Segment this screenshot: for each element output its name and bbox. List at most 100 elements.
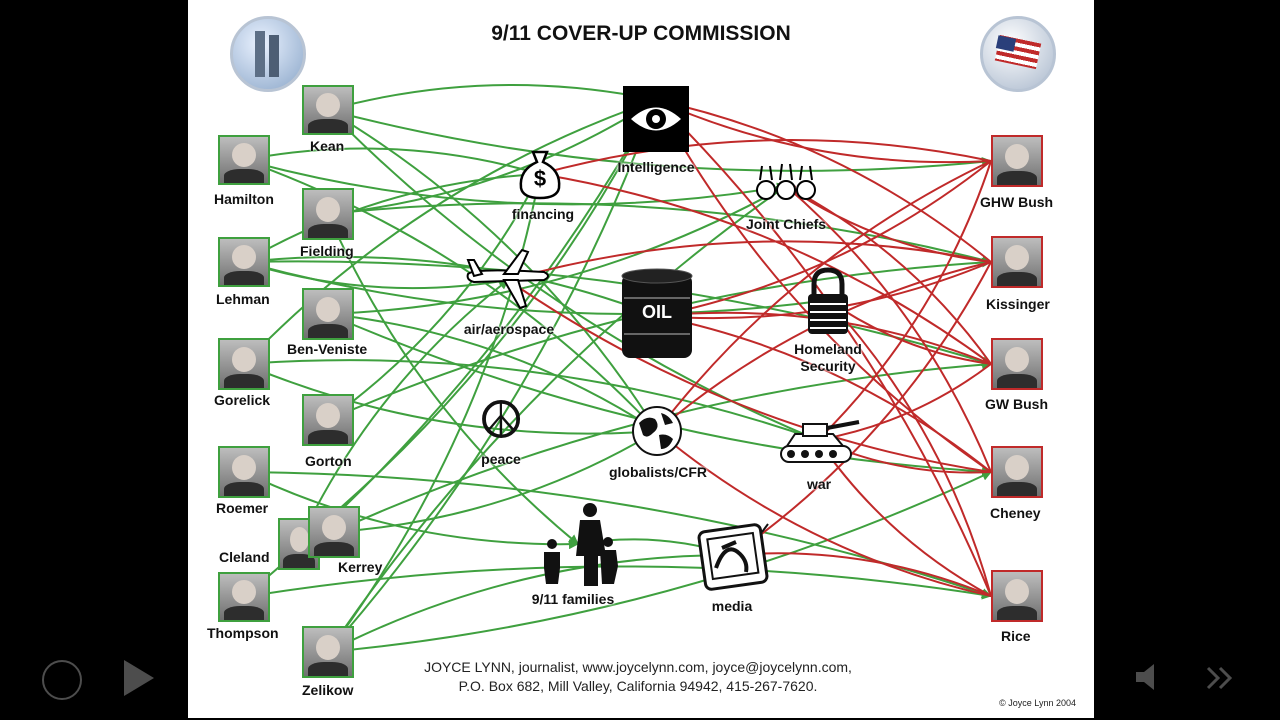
link-gwb-to-jc — [785, 185, 992, 365]
label-ben-veniste: Ben-Veniste — [287, 341, 368, 357]
rewind-15-button[interactable] — [42, 660, 82, 700]
link-benv-to-glob — [327, 313, 658, 432]
link-kean-to-intel — [327, 84, 657, 111]
label-hamilton: Hamilton — [214, 191, 274, 207]
tank-icon — [773, 414, 865, 466]
footer-line-1: JOYCE LYNN, journalist, www.joycelynn.co… — [424, 659, 852, 675]
photo-kean — [302, 85, 354, 135]
link-gwb-to-fin — [539, 170, 992, 365]
label-thompson: Thompson — [207, 625, 279, 641]
link-zelikow-to-fin — [327, 173, 544, 653]
link-kiss-to-intel — [655, 97, 992, 263]
label-roemer: Roemer — [216, 500, 269, 516]
label-911-families: 9/11 families — [531, 591, 615, 607]
link-lehman-to-gwb — [243, 260, 992, 367]
photo-gorelick — [218, 338, 270, 390]
link-gorelick-to-intel — [243, 98, 657, 365]
joint-chiefs-icon — [748, 160, 824, 212]
photo-hamilton — [218, 135, 270, 185]
volume-icon[interactable] — [1132, 662, 1168, 692]
padlock-icon — [804, 266, 852, 336]
link-cheney-to-jc — [785, 185, 992, 473]
label-globalists: globalists/CFR — [608, 464, 707, 480]
label-kean: Kean — [310, 138, 345, 154]
elapsed-time: 0:45 — [1028, 666, 1064, 686]
photo-rice — [991, 570, 1043, 622]
link-benv-to-jc — [327, 185, 787, 315]
link-hamilton-to-fin — [243, 147, 541, 177]
label-gorelick: Gorelick — [214, 392, 271, 408]
label-gorton: Gorton — [305, 453, 352, 469]
forward-15-button[interactable] — [200, 660, 240, 700]
photo-fielding — [302, 188, 354, 240]
link-roemer-to-fam — [243, 471, 579, 550]
photo-zelikow — [302, 626, 354, 678]
label-homeland-2: Security — [800, 358, 856, 374]
globe-icon — [631, 405, 683, 457]
connection-arrows — [243, 84, 992, 653]
label-media: media — [711, 598, 753, 614]
link-rice-to-war — [817, 439, 992, 597]
diagram-title: 9/11 COVER-UP COMMISSION — [491, 22, 791, 45]
airplane-icon — [464, 246, 554, 316]
link-ghw-to-war — [817, 160, 992, 441]
diagram-poster: 9/11 COVER-UP COMMISSION Kean Hamilton F… — [188, 0, 1094, 718]
photo-thompson — [218, 572, 270, 622]
link-zelikow-to-cheney — [327, 471, 992, 653]
link-zelikow-to-media — [327, 549, 734, 653]
label-fielding: Fielding — [300, 243, 354, 259]
link-cheney-to-oil — [656, 312, 992, 473]
peace-icon: ☮ — [477, 392, 525, 450]
photo-gorton — [302, 394, 354, 446]
money-bag-icon: $ — [515, 148, 565, 200]
label-cleland: Cleland — [219, 549, 270, 565]
link-kiss-to-jc — [785, 185, 992, 263]
link-gwb-to-war — [817, 363, 992, 444]
link-kean-to-ghw — [327, 109, 992, 172]
label-air-aerospace: air/aerospace — [463, 321, 555, 337]
twin-towers-emblem-icon — [230, 16, 306, 92]
label-zelikow: Zelikow — [302, 682, 354, 698]
label-rice: Rice — [1001, 628, 1031, 644]
photo-kerrey — [308, 506, 360, 558]
link-rice-to-glob — [656, 430, 992, 597]
label-intelligence: Intelligence — [617, 159, 695, 175]
copyright: © Joyce Lynn 2004 — [999, 698, 1076, 708]
link-zelikow-to-jc — [327, 185, 787, 653]
link-gorton-to-fin — [327, 173, 541, 421]
photo-lehman — [218, 237, 270, 287]
link-kean-to-glob — [327, 109, 658, 432]
fullscreen-icon[interactable] — [1204, 664, 1234, 692]
link-hamilton-to-glob — [243, 159, 658, 432]
link-rice-to-intel — [655, 99, 992, 597]
label-ghw-bush: GHW Bush — [980, 194, 1054, 210]
label-peace: peace — [481, 451, 521, 467]
link-lehman-to-home — [243, 261, 829, 315]
link-cheney-to-air — [507, 279, 992, 473]
link-gorelick-to-war — [243, 359, 819, 442]
photo-cheney — [991, 446, 1043, 498]
link-zelikow-to-intel — [327, 99, 658, 653]
play-button[interactable] — [124, 660, 154, 696]
footer-line-2: P.O. Box 682, Mill Valley, California 94… — [458, 678, 818, 694]
photo-gw-bush — [991, 338, 1043, 390]
photo-ghw-bush — [991, 135, 1043, 187]
link-ghw-to-oil — [656, 160, 992, 320]
link-ghw-to-fin — [539, 139, 992, 177]
label-lehman: Lehman — [216, 291, 270, 307]
dollar-sign: $ — [533, 166, 547, 191]
photo-ben-veniste — [302, 288, 354, 340]
television-icon — [696, 518, 770, 592]
eye-icon — [623, 86, 689, 152]
link-rice-to-home — [827, 299, 992, 597]
oil-barrel-icon: OIL — [620, 268, 694, 364]
photo-roemer — [218, 446, 270, 498]
oil-label: OIL — [642, 302, 672, 322]
label-war: war — [806, 476, 832, 492]
link-lehman-to-oil — [243, 255, 658, 318]
us-flag-emblem-icon — [980, 16, 1056, 92]
label-gw-bush: GW Bush — [985, 396, 1048, 412]
photo-kissinger — [991, 236, 1043, 288]
label-financing: financing — [511, 206, 575, 222]
link-cleland-to-air — [297, 279, 509, 545]
